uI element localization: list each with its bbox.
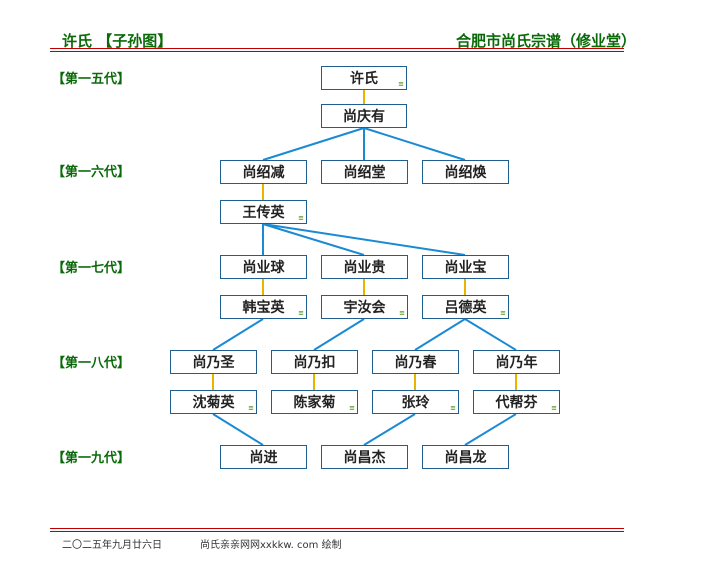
detail-mark-icon: ≡	[349, 404, 355, 412]
generation-label-16: 【第一六代】	[52, 165, 131, 180]
person-name: 许氏	[350, 71, 378, 87]
header-rule-top	[50, 48, 624, 49]
person-yuruhui[interactable]: 宇汝会 ≡	[321, 295, 408, 319]
detail-mark-icon: ≡	[399, 309, 405, 317]
person-name: 尚绍堂	[343, 165, 386, 181]
child-link	[262, 223, 365, 256]
child-link	[464, 318, 517, 351]
detail-mark-icon: ≡	[500, 309, 506, 317]
person-name: 陈家菊	[293, 395, 336, 411]
footer-rule-bottom	[50, 531, 624, 532]
person-name: 沈菊英	[192, 395, 235, 411]
person-xu[interactable]: 许氏 ≡	[321, 66, 407, 90]
person-name: 王传英	[242, 205, 285, 221]
person-name: 尚乃年	[495, 355, 538, 371]
person-name: 张玲	[401, 395, 430, 411]
person-daibangfen[interactable]: 代帮芬 ≡	[473, 390, 560, 414]
person-shenjuying[interactable]: 沈菊英 ≡	[170, 390, 257, 414]
person-nainian[interactable]: 尚乃年	[473, 350, 560, 374]
person-naisheng[interactable]: 尚乃圣	[170, 350, 257, 374]
genealogy-book-title: 合肥市尚氏宗谱（修业堂）	[455, 32, 636, 50]
detail-mark-icon: ≡	[551, 404, 557, 412]
person-name: 尚昌杰	[343, 450, 386, 466]
person-qingyou[interactable]: 尚庆有	[321, 104, 407, 128]
person-shaotang[interactable]: 尚绍堂	[321, 160, 408, 184]
person-jin[interactable]: 尚进	[220, 445, 307, 469]
person-yegui[interactable]: 尚业贵	[321, 255, 408, 279]
person-name: 尚绍焕	[444, 165, 487, 181]
person-name: 尚乃圣	[192, 355, 235, 371]
footer-date: 二〇二五年九月廿六日	[62, 540, 162, 551]
person-yebao[interactable]: 尚业宝	[422, 255, 509, 279]
detail-mark-icon: ≡	[298, 309, 304, 317]
generation-label-18: 【第一八代】	[52, 356, 131, 371]
child-link	[464, 413, 517, 446]
person-shaojian[interactable]: 尚绍减	[220, 160, 307, 184]
generation-label-15: 【第一五代】	[52, 72, 131, 87]
person-name: 韩宝英	[242, 300, 285, 316]
person-naikou[interactable]: 尚乃扣	[271, 350, 358, 374]
person-name: 尚业贵	[343, 260, 386, 276]
generation-label-19: 【第一九代】	[52, 451, 131, 466]
person-chenjiaju[interactable]: 陈家菊 ≡	[271, 390, 358, 414]
person-yeqiu[interactable]: 尚业球	[220, 255, 307, 279]
child-link	[363, 413, 416, 446]
person-shaohuan[interactable]: 尚绍焕	[422, 160, 509, 184]
person-name: 尚业球	[242, 260, 285, 276]
person-changlong[interactable]: 尚昌龙	[422, 445, 509, 469]
person-wangchuanying[interactable]: 王传英 ≡	[220, 200, 307, 224]
person-hanbaoying[interactable]: 韩宝英 ≡	[220, 295, 307, 319]
person-name: 尚庆有	[343, 109, 385, 125]
child-link	[262, 223, 466, 256]
person-zhangling[interactable]: 张玲 ≡	[372, 390, 459, 414]
child-link	[363, 127, 466, 161]
person-naichun[interactable]: 尚乃春	[372, 350, 459, 374]
person-lvdeying[interactable]: 吕德英 ≡	[422, 295, 509, 319]
child-link	[262, 127, 365, 161]
detail-mark-icon: ≡	[450, 404, 456, 412]
person-name: 尚绍减	[242, 165, 285, 181]
footer-rule-top	[50, 528, 624, 529]
person-name: 尚乃扣	[293, 355, 336, 371]
child-link	[313, 318, 365, 351]
detail-mark-icon: ≡	[248, 404, 254, 412]
person-changjie[interactable]: 尚昌杰	[321, 445, 408, 469]
footer-credit: 尚氏亲亲网网xxkkw. com 绘制	[200, 540, 342, 551]
child-link	[212, 318, 264, 351]
person-name: 代帮芬	[495, 395, 538, 411]
chart-subject-title: 许氏 【子孙图】	[62, 32, 173, 50]
detail-mark-icon: ≡	[398, 80, 404, 88]
person-name: 宇汝会	[343, 300, 386, 316]
child-link	[212, 413, 264, 446]
person-name: 尚进	[249, 450, 278, 466]
generation-label-17: 【第一七代】	[52, 261, 131, 276]
header-rule-bottom	[50, 51, 624, 52]
person-name: 尚乃春	[394, 355, 437, 371]
detail-mark-icon: ≡	[298, 214, 304, 222]
child-link	[414, 318, 466, 351]
person-name: 吕德英	[444, 300, 487, 316]
person-name: 尚业宝	[444, 260, 487, 276]
person-name: 尚昌龙	[444, 450, 487, 466]
